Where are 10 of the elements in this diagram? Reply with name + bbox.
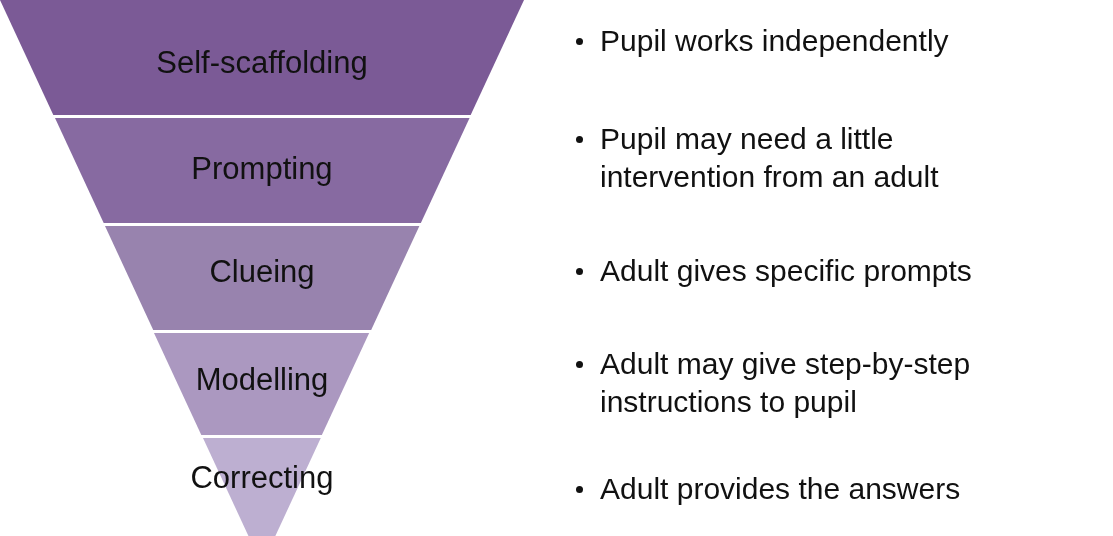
band-label: Self-scaffolding: [156, 44, 368, 81]
band-label: Prompting: [191, 150, 333, 187]
bullet-text: Pupil may need a little intervention from an adult: [600, 122, 939, 193]
band-label: Correcting: [190, 460, 334, 496]
bullet-text: Adult provides the answers: [600, 472, 961, 505]
band-label: Modelling: [195, 362, 329, 398]
bullet-text: Pupil works independently: [600, 24, 949, 57]
bullet-text: Adult may give step-by-step instructions to pupil: [600, 347, 971, 418]
band-label: Clueing: [209, 254, 315, 290]
bullet-text: Adult gives specific prompts: [600, 254, 972, 287]
